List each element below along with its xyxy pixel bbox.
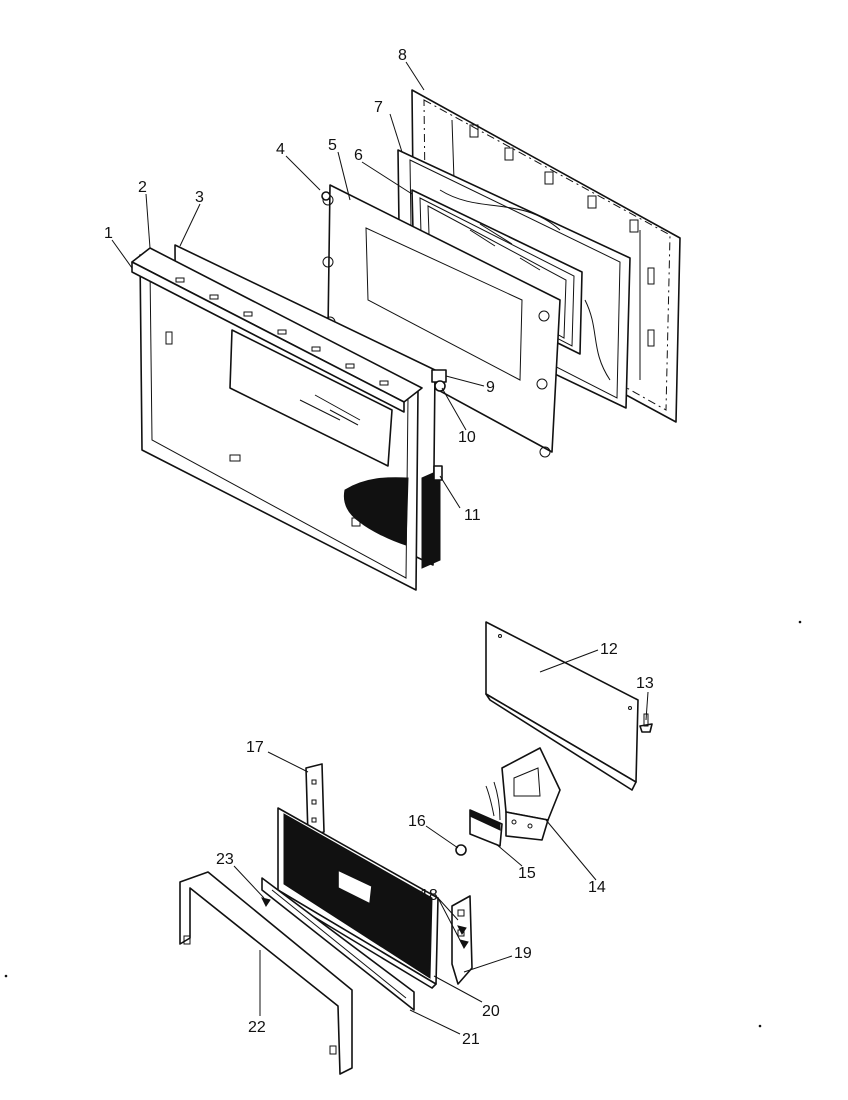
part-23-screw	[261, 897, 271, 907]
callout-22: 22	[248, 1019, 266, 1036]
scan-specks	[4, 620, 802, 1028]
callout-3: 3	[195, 189, 204, 206]
callout-7: 7	[374, 99, 383, 116]
callout-10: 10	[458, 429, 476, 446]
callout-5: 5	[328, 137, 337, 154]
callout-17: 17	[246, 739, 264, 756]
callout-16: 16	[408, 813, 426, 830]
part-12-rear-panel	[485, 621, 639, 791]
callout-4: 4	[276, 141, 285, 158]
part-10-hinge-pin	[434, 380, 446, 392]
callout-18: 18	[420, 887, 438, 904]
part-17-left-bracket	[305, 763, 325, 837]
part-20-control-panel	[275, 807, 439, 989]
part-15-clock-timer	[469, 781, 503, 847]
part-22-backguard	[179, 871, 353, 1075]
callout-15: 15	[518, 865, 536, 882]
callout-2: 2	[138, 179, 147, 196]
callout-labels: 1 2 3 4 5 6 7 8 9 10 11 12 13 14 15 16 1…	[104, 47, 654, 1048]
callout-14: 14	[588, 879, 606, 896]
part-13-screw	[639, 713, 653, 733]
callout-9: 9	[486, 379, 495, 396]
callout-23: 23	[216, 851, 234, 868]
callout-19: 19	[514, 945, 532, 962]
callout-12: 12	[600, 641, 618, 658]
part-9-hinge-bracket	[431, 369, 447, 383]
callout-20: 20	[482, 1003, 500, 1020]
part-4-screw	[321, 191, 331, 201]
part-16-knob	[455, 844, 467, 856]
callout-11: 11	[464, 507, 481, 524]
part-5-inner-panel	[322, 184, 561, 458]
part-1-door-handle	[131, 247, 423, 413]
callout-13: 13	[636, 675, 654, 692]
callout-6: 6	[354, 147, 363, 164]
callout-21: 21	[462, 1031, 480, 1048]
callout-1: 1	[104, 225, 113, 242]
part-11-hinge-channel	[421, 465, 443, 569]
part-21-trim-strip	[261, 877, 415, 1011]
callout-8: 8	[398, 47, 407, 64]
leader-lines	[111, 61, 649, 1035]
part-14-control-bracket	[501, 747, 561, 841]
